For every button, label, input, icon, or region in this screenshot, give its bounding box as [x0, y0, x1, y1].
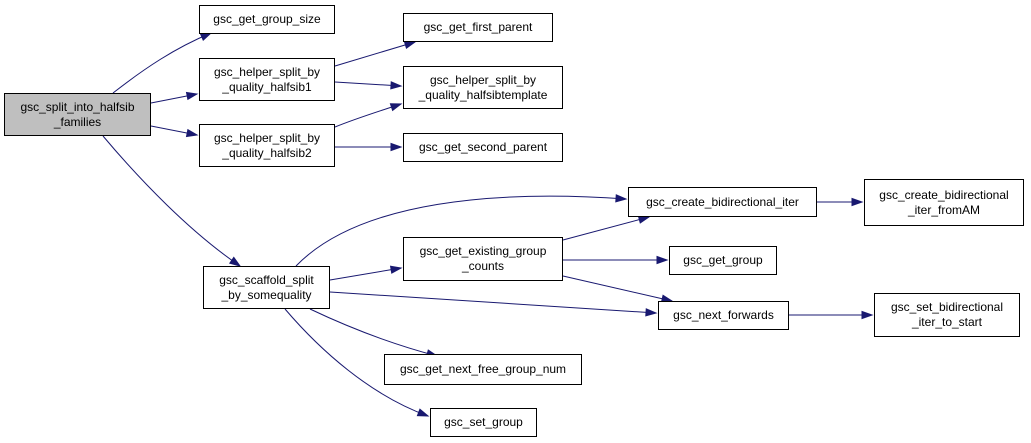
edge-root-to-scaffold-arrowhead — [228, 256, 242, 267]
edge-scaffold-to-set-group — [284, 308, 429, 417]
edge-root-to-helper1-arrowhead — [185, 91, 199, 101]
edge-root-to-group-size — [112, 32, 212, 94]
node-gsc-scaffold-split-by-somequality[interactable]: gsc_scaffold_split _by_somequality — [203, 266, 330, 309]
edge-scaffold-to-existing-counts — [329, 267, 402, 281]
node-gsc-helper-split-by-quality-halfsibtemplate[interactable]: gsc_helper_split_by _quality_halfsibtemp… — [403, 66, 563, 109]
node-gsc-get-first-parent[interactable]: gsc_get_first_parent — [403, 13, 553, 42]
edge-create-iter-to-fromam-arrowhead — [851, 197, 864, 207]
edge-scaffold-to-existing-counts-arrowhead — [389, 265, 403, 274]
edge-root-to-scaffold — [102, 135, 241, 267]
node-gsc-split-into-halfsib-families: gsc_split_into_halfsib _families — [4, 93, 151, 136]
node-gsc-get-group[interactable]: gsc_get_group — [669, 246, 777, 275]
edge-root-to-helper2-arrowhead — [185, 128, 199, 138]
node-gsc-set-bidirectional-iter-to-start[interactable]: gsc_set_bidirectional _iter_to_start — [874, 293, 1020, 337]
edge-helper1-to-first-parent — [334, 41, 416, 67]
edge-helper1-to-halfsibtemplate — [334, 81, 402, 87]
edge-existing-counts-to-get-group-arrowhead — [656, 255, 669, 265]
edge-scaffold-to-next-forwards — [329, 291, 657, 314]
node-gsc-get-existing-group-counts[interactable]: gsc_get_existing_group _counts — [403, 237, 563, 281]
edge-helper1-to-first-parent-arrowhead — [403, 40, 417, 50]
edge-helper2-to-halfsibtemplate-arrowhead — [389, 103, 403, 112]
edge-scaffold-to-create-iter — [295, 195, 627, 267]
edge-existing-counts-to-next-forwards — [562, 275, 673, 302]
edge-helper1-to-halfsibtemplate-arrowhead — [390, 81, 403, 90]
node-gsc-create-bidirectional-iter-fromam[interactable]: gsc_create_bidirectional _iter_fromAM — [864, 179, 1024, 226]
edge-next-forwards-to-set-iter-start-arrowhead — [861, 310, 874, 320]
node-gsc-helper-split-by-quality-halfsib1[interactable]: gsc_helper_split_by _quality_halfsib1 — [199, 58, 335, 101]
node-gsc-set-group[interactable]: gsc_set_group — [430, 408, 537, 437]
edge-root-to-group-size-arrowhead — [199, 32, 213, 42]
edge-existing-counts-to-create-iter — [562, 216, 650, 241]
edge-helper2-to-second-parent-arrowhead — [390, 142, 403, 152]
edge-scaffold-to-next-free-num — [309, 308, 438, 357]
edge-scaffold-to-create-iter-arrowhead — [615, 194, 628, 203]
node-gsc-next-forwards[interactable]: gsc_next_forwards — [658, 301, 789, 330]
node-gsc-get-next-free-group-num[interactable]: gsc_get_next_free_group_num — [384, 354, 582, 385]
node-gsc-get-second-parent[interactable]: gsc_get_second_parent — [403, 133, 563, 162]
node-gsc-create-bidirectional-iter[interactable]: gsc_create_bidirectional_iter — [628, 187, 817, 217]
node-gsc-helper-split-by-quality-halfsib2[interactable]: gsc_helper_split_by _quality_halfsib2 — [199, 124, 335, 167]
edge-existing-counts-to-create-iter-arrowhead — [637, 215, 651, 224]
edge-scaffold-to-set-group-arrowhead — [416, 408, 430, 417]
node-gsc-get-group-size[interactable]: gsc_get_group_size — [199, 5, 335, 34]
edge-scaffold-to-next-forwards-arrowhead — [645, 308, 658, 317]
